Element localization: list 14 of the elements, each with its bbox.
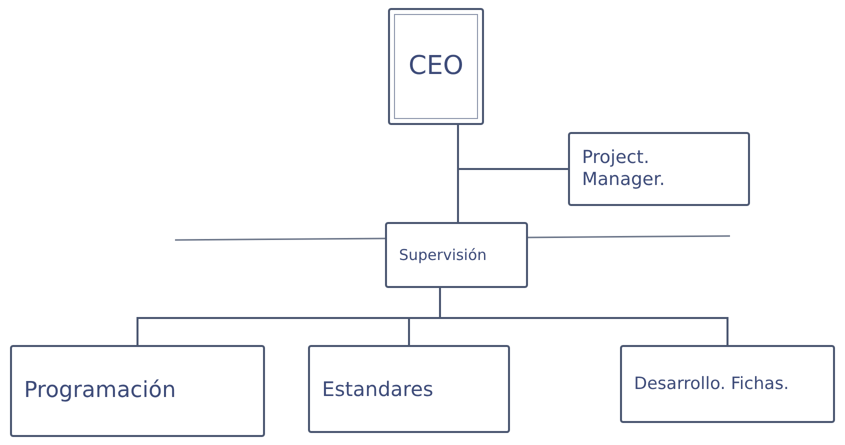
org-box	[308, 345, 510, 433]
org-box	[10, 345, 265, 437]
org-box	[388, 8, 484, 125]
role-label: Project. Manager.	[582, 147, 666, 191]
connector-line	[439, 288, 728, 345]
role-label: Desarrollo. Fichas.	[634, 374, 789, 394]
connector-line	[457, 125, 568, 170]
org-box	[620, 345, 835, 423]
role-label: Programación	[24, 378, 176, 404]
org-box	[385, 222, 528, 288]
role-label: CEO	[408, 50, 464, 82]
org-box	[568, 132, 750, 206]
role-label: Estandares	[322, 377, 434, 401]
role-label: Supervisión	[399, 246, 487, 264]
